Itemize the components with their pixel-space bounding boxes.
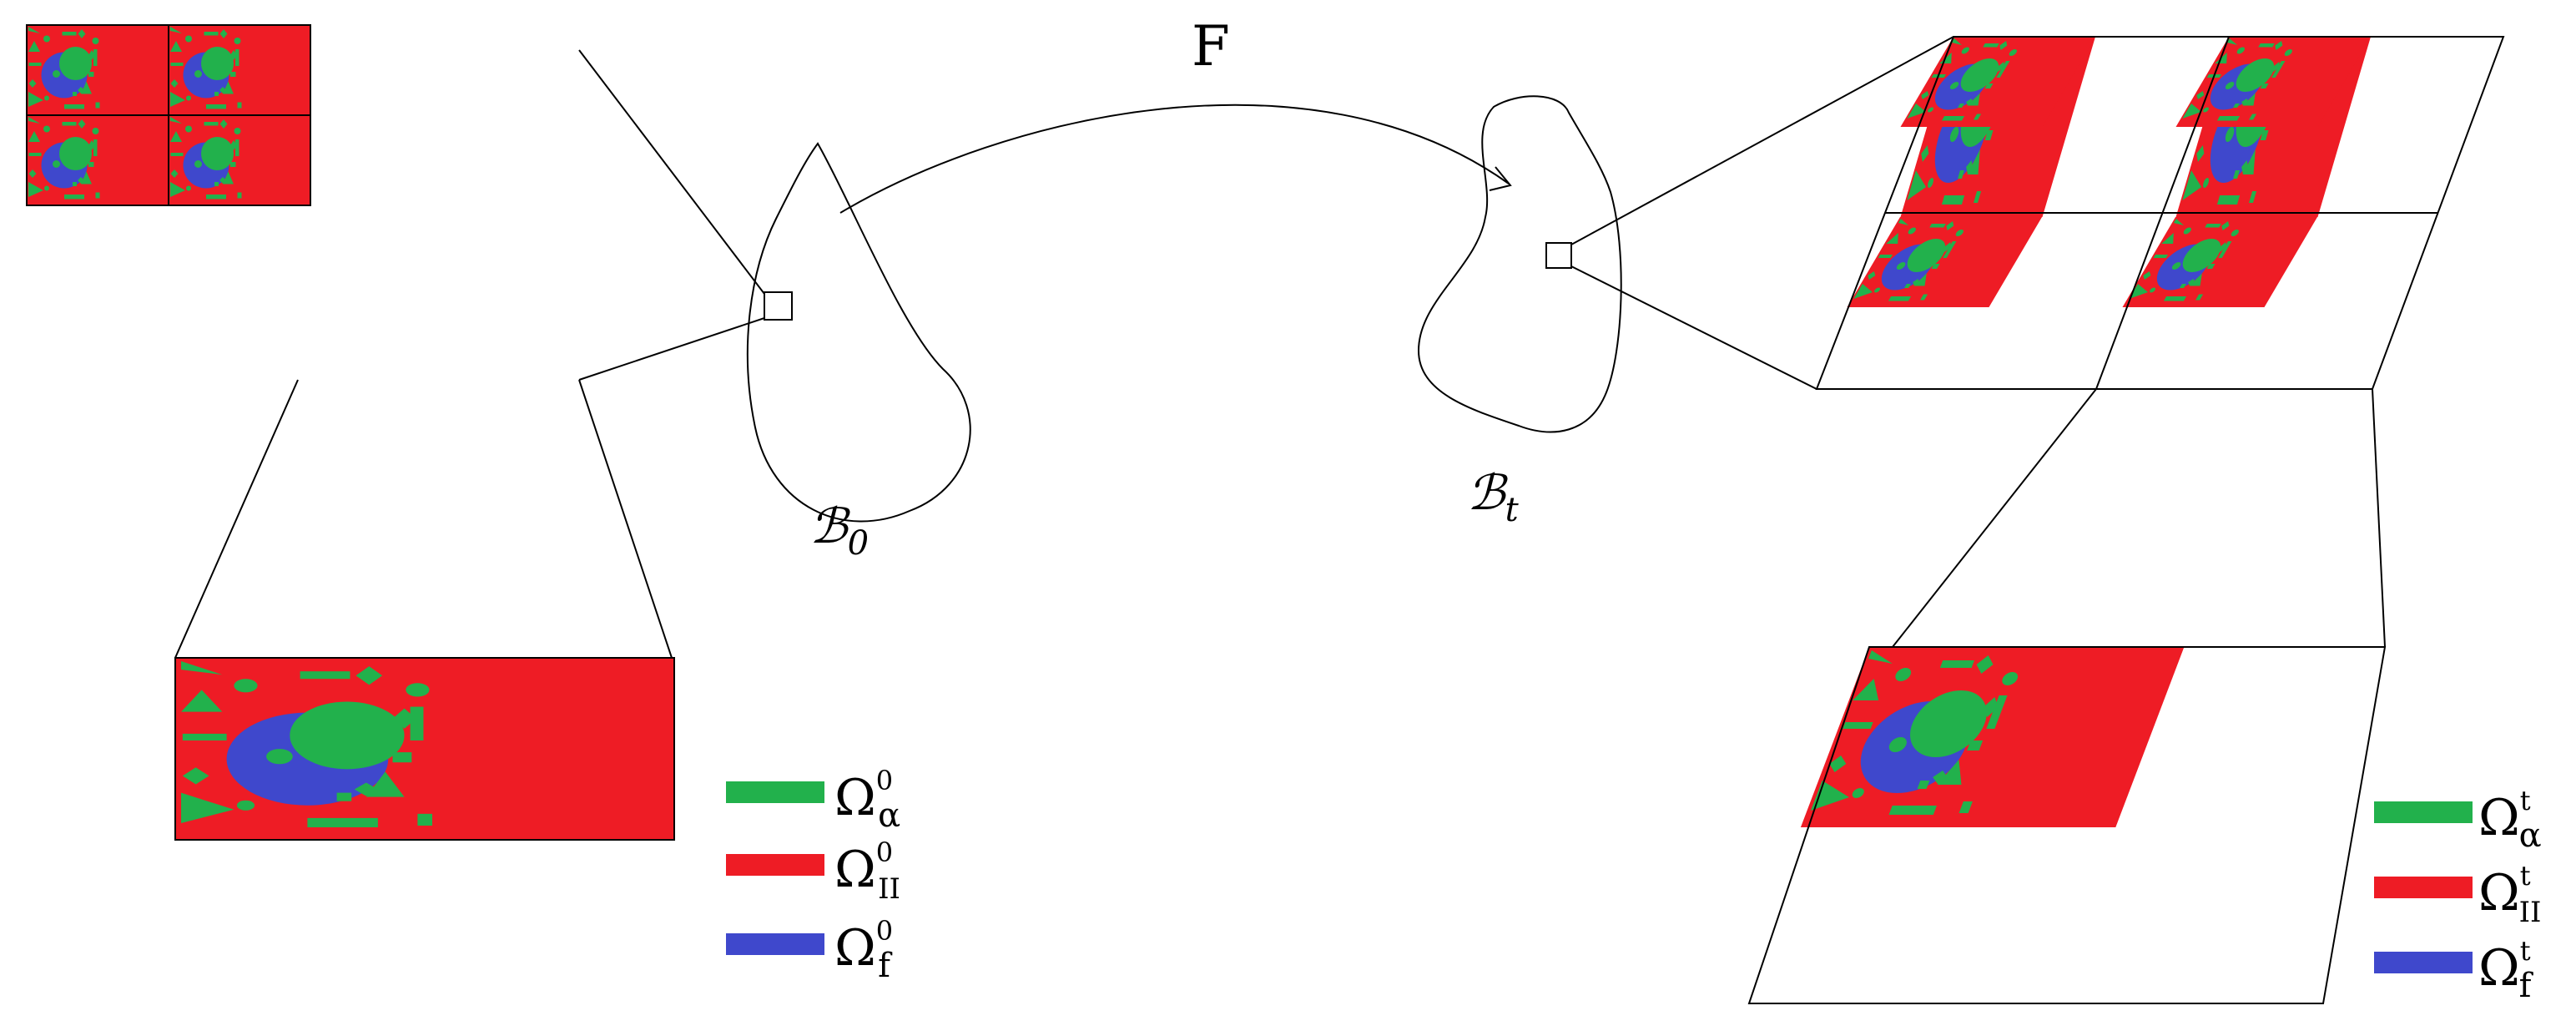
current-zoom-lines <box>1892 388 2386 648</box>
reference-material-point <box>764 291 793 321</box>
current-body-label: ℬt <box>1467 464 1520 529</box>
svg-text:Ωtα: Ωtα <box>2478 785 2542 855</box>
reference-body-label: ℬ0 <box>809 498 869 563</box>
reference-rve-zoom <box>174 657 675 841</box>
current-grid-frame <box>1815 36 2505 390</box>
current-rve-zoom <box>1747 646 2387 1004</box>
reference-point-lines <box>578 49 765 381</box>
arrow-head <box>1489 166 1512 191</box>
map-label: F <box>1192 14 1230 78</box>
current-point-lines <box>1570 36 1954 390</box>
current-material-point <box>1545 242 1572 269</box>
deformation-map-arrow <box>839 104 1510 214</box>
svg-text:Ω0f: Ω0f <box>834 915 893 985</box>
reference-zoom-lines <box>174 379 673 659</box>
reference-body-outline <box>746 142 971 523</box>
reference-microstructure-grid <box>26 24 311 206</box>
svg-text:Ω0α: Ω0α <box>834 765 900 835</box>
svg-text:Ωtf: Ωtf <box>2478 935 2534 1005</box>
current-body-outline <box>1417 95 1622 433</box>
